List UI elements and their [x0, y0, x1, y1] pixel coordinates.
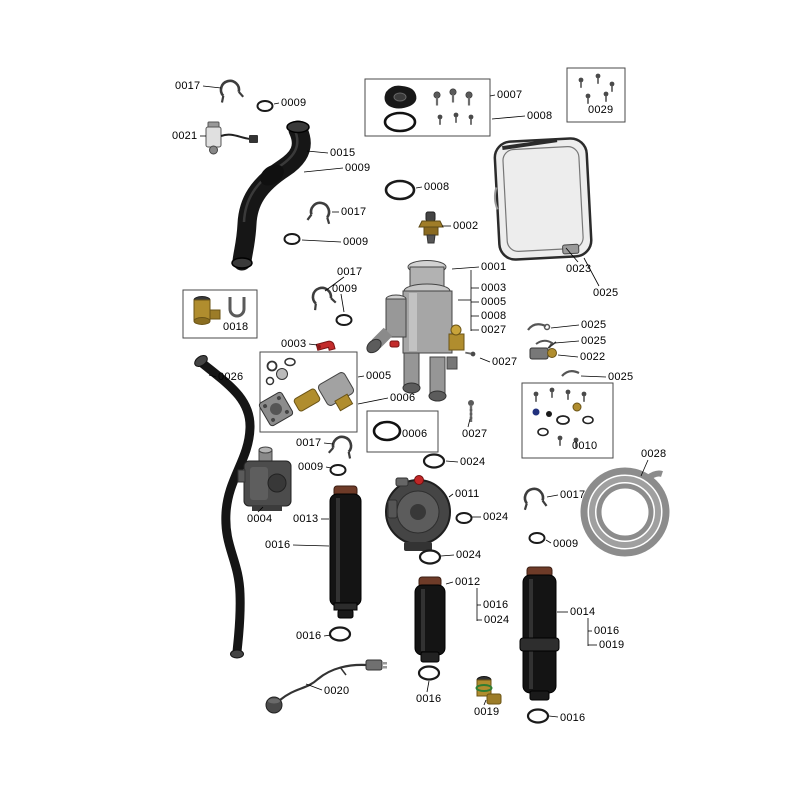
- part-label: 0022: [580, 351, 606, 363]
- part-label: 0016: [416, 693, 442, 705]
- drain-pipe-0026: [194, 355, 255, 659]
- part-label: 0019: [599, 639, 625, 651]
- connection-tube-0012: [414, 576, 446, 663]
- part-label: 0028: [641, 448, 667, 460]
- part-label: 0027: [462, 428, 488, 440]
- part-label: 0002: [453, 220, 479, 232]
- red-clip-0003: [315, 340, 336, 351]
- part-label: 0009: [332, 283, 358, 295]
- part-label: 0025: [608, 371, 634, 383]
- part-label: 0009: [281, 97, 307, 109]
- part-label: 0016: [594, 625, 620, 637]
- part-label: 0024: [483, 511, 509, 523]
- part-label: 0009: [345, 162, 371, 174]
- part-label: 0016: [560, 712, 586, 724]
- brass-elbow-0019: [475, 676, 502, 705]
- part-label: 0009: [553, 538, 579, 550]
- part-label: 0024: [456, 549, 482, 561]
- screw-0027-b: [468, 400, 474, 422]
- part-label: 0012: [455, 576, 481, 588]
- part-label: 0027: [481, 324, 507, 336]
- wire-clip-0025-b: [535, 339, 554, 349]
- flue-pipe-0015: [231, 120, 311, 271]
- part-label: 0011: [455, 488, 480, 500]
- temp-sensor-0002: [418, 211, 444, 244]
- part-label: 0025: [581, 335, 607, 347]
- connection-tube-0014: [519, 566, 560, 701]
- part-label: 0027: [492, 356, 518, 368]
- part-label: 0017: [296, 437, 322, 449]
- part-label: 0026: [218, 371, 244, 383]
- part-label: 0025: [581, 319, 607, 331]
- part-label: 0008: [424, 181, 450, 193]
- part-label: 0017: [341, 206, 367, 218]
- sensor-cable-0020: [265, 659, 387, 714]
- part-label: 0003: [481, 282, 507, 294]
- gasket-kit-box-0007: [364, 78, 491, 137]
- connection-tube-0013: [329, 485, 362, 619]
- wire-clip-0025-c: [561, 369, 580, 377]
- part-label: 0025: [593, 287, 619, 299]
- part-label: 0001: [481, 261, 507, 273]
- o-ring-box-0006: [366, 410, 439, 453]
- part-label: 0009: [343, 236, 369, 248]
- part-label: 0009: [298, 461, 324, 473]
- insulation-panel-0023: [493, 137, 593, 261]
- coiled-hose-0028: [580, 467, 670, 557]
- hardware-kit-box-0010: [521, 382, 614, 459]
- cartridge-kit-box-0005: [258, 351, 358, 433]
- part-label: 0004: [247, 513, 273, 525]
- hydraulic-manifold-0001: [366, 260, 465, 402]
- wire-clip-0025-a: [527, 323, 551, 331]
- part-label: 0017: [560, 489, 586, 501]
- part-label: 0023: [566, 263, 592, 275]
- part-label: 0018: [223, 321, 249, 333]
- part-label: 0005: [366, 370, 392, 382]
- part-label: 0010: [572, 440, 598, 452]
- part-label: 0016: [483, 599, 509, 611]
- valve-motor-0004: [237, 446, 292, 511]
- part-label: 0020: [324, 685, 350, 697]
- part-label: 0021: [172, 130, 198, 142]
- part-label: 0008: [527, 110, 553, 122]
- sensor-bracket-0022: [529, 341, 557, 360]
- part-label: 0008: [481, 310, 507, 322]
- part-label: 0016: [296, 630, 322, 642]
- part-label: 0029: [588, 104, 614, 116]
- fitting-kit-box-0018: [182, 289, 258, 339]
- circulation-pump-0011: [385, 475, 451, 551]
- flow-sensor-0021: [205, 121, 258, 155]
- part-label: 0007: [497, 89, 523, 101]
- part-label: 0016: [265, 539, 291, 551]
- part-label: 0024: [460, 456, 486, 468]
- part-label: 0003: [281, 338, 307, 350]
- part-label: 0005: [481, 296, 507, 308]
- part-label: 0015: [330, 147, 356, 159]
- part-label: 0006: [390, 392, 416, 404]
- part-label: 0013: [293, 513, 319, 525]
- part-label: 0017: [175, 80, 201, 92]
- part-label: 0024: [484, 614, 510, 626]
- screw-kit-box-0029: [566, 67, 626, 123]
- part-label: 0014: [570, 606, 596, 618]
- part-label: 0019: [474, 706, 500, 718]
- part-label: 0006: [402, 428, 428, 440]
- part-label: 0017: [337, 266, 363, 278]
